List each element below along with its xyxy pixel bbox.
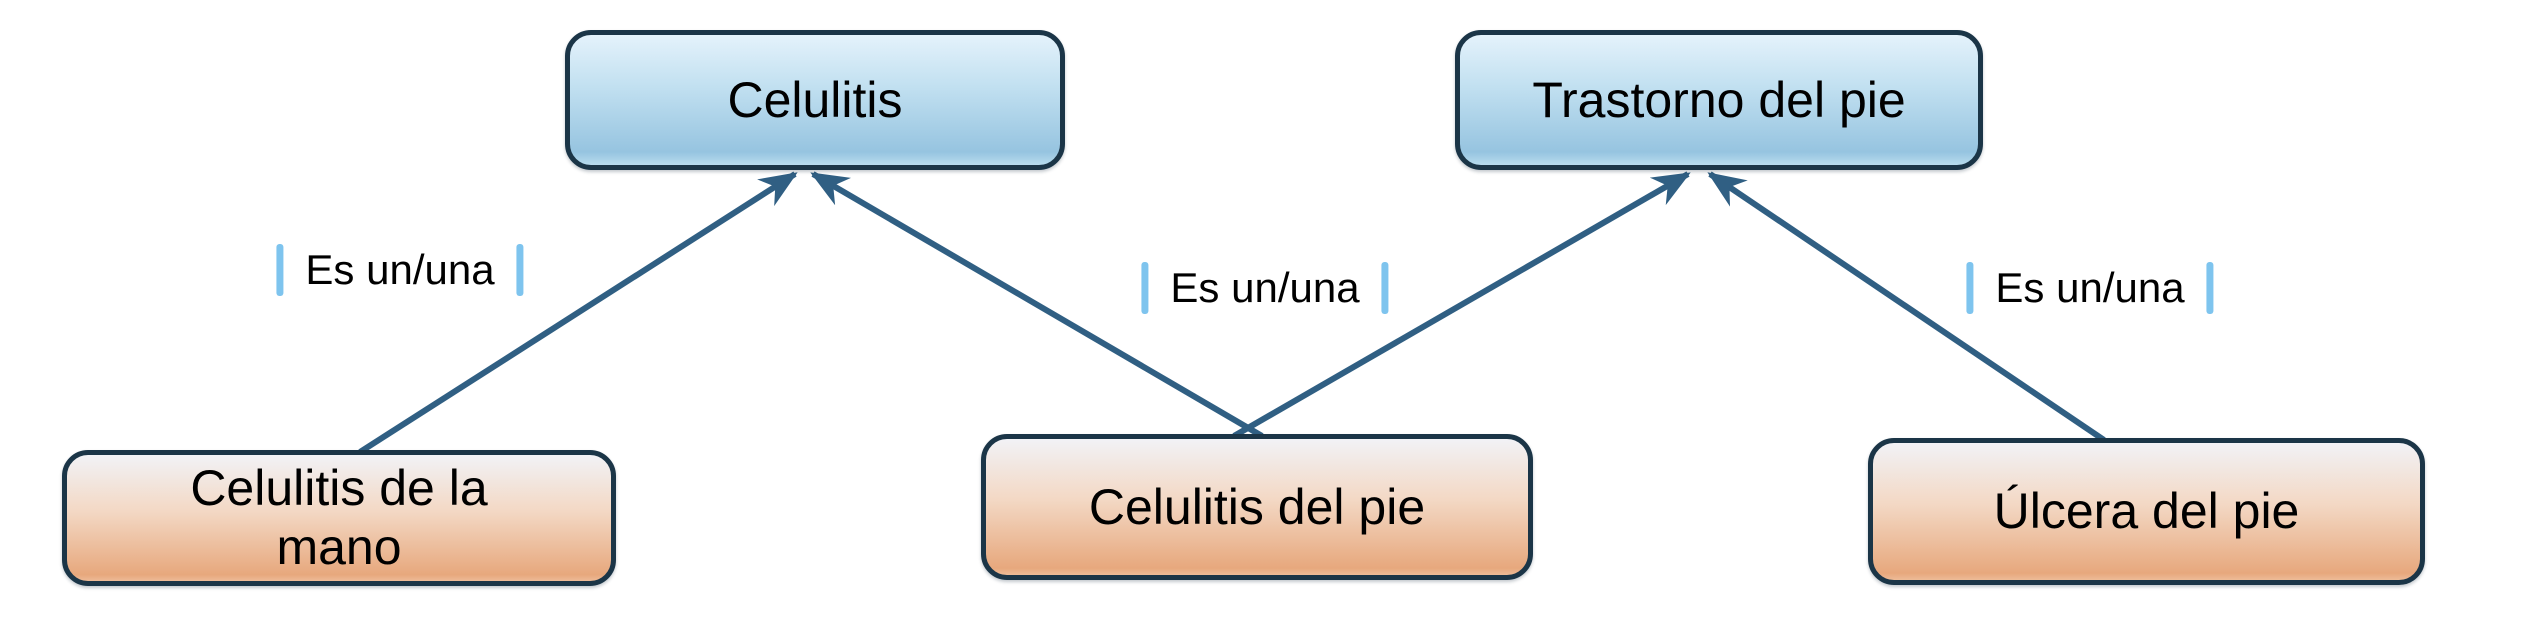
edge-label-text: Es un/una bbox=[305, 246, 495, 293]
edge-label-text: Es un/una bbox=[1995, 264, 2185, 311]
node-label: Úlcera del pie bbox=[1993, 483, 2300, 539]
edge-label-es-un-una-2[interactable]: Es un/una bbox=[1141, 262, 1389, 314]
label-bar-right bbox=[1381, 262, 1389, 314]
node-ulcera-del-pie[interactable]: Úlcera del pie bbox=[1868, 438, 2425, 585]
label-bar-left bbox=[276, 244, 284, 296]
edge-ulcera-del-pie-to-trastorno-del-pie[interactable] bbox=[1707, 171, 2106, 443]
label-bar-left bbox=[1141, 262, 1149, 314]
edge-label-es-un-una-3[interactable]: Es un/una bbox=[1966, 262, 2214, 314]
node-trastorno-del-pie[interactable]: Trastorno del pie bbox=[1455, 30, 1983, 170]
node-celulitis-de-la-mano[interactable]: Celulitis de la mano bbox=[62, 450, 616, 586]
node-celulitis[interactable]: Celulitis bbox=[565, 30, 1065, 170]
node-label: Celulitis bbox=[727, 71, 903, 128]
node-label: Trastorno del pie bbox=[1532, 71, 1906, 128]
label-bar-left bbox=[1966, 262, 1974, 314]
label-bar-right bbox=[2206, 262, 2214, 314]
edge-celulitis-de-la-mano-to-celulitis[interactable] bbox=[358, 171, 798, 455]
node-celulitis-del-pie[interactable]: Celulitis del pie bbox=[981, 434, 1533, 580]
node-label: Celulitis de la mano bbox=[190, 460, 488, 575]
edge-label-text: Es un/una bbox=[1170, 264, 1360, 311]
edge-label-es-un-una-1[interactable]: Es un/una bbox=[276, 244, 524, 296]
edge-celulitis-del-pie-to-celulitis[interactable] bbox=[810, 171, 1264, 439]
edge-celulitis-del-pie-to-trastorno-del-pie[interactable] bbox=[1232, 171, 1691, 439]
label-bar-right bbox=[516, 244, 524, 296]
node-label: Celulitis del pie bbox=[1088, 478, 1426, 535]
